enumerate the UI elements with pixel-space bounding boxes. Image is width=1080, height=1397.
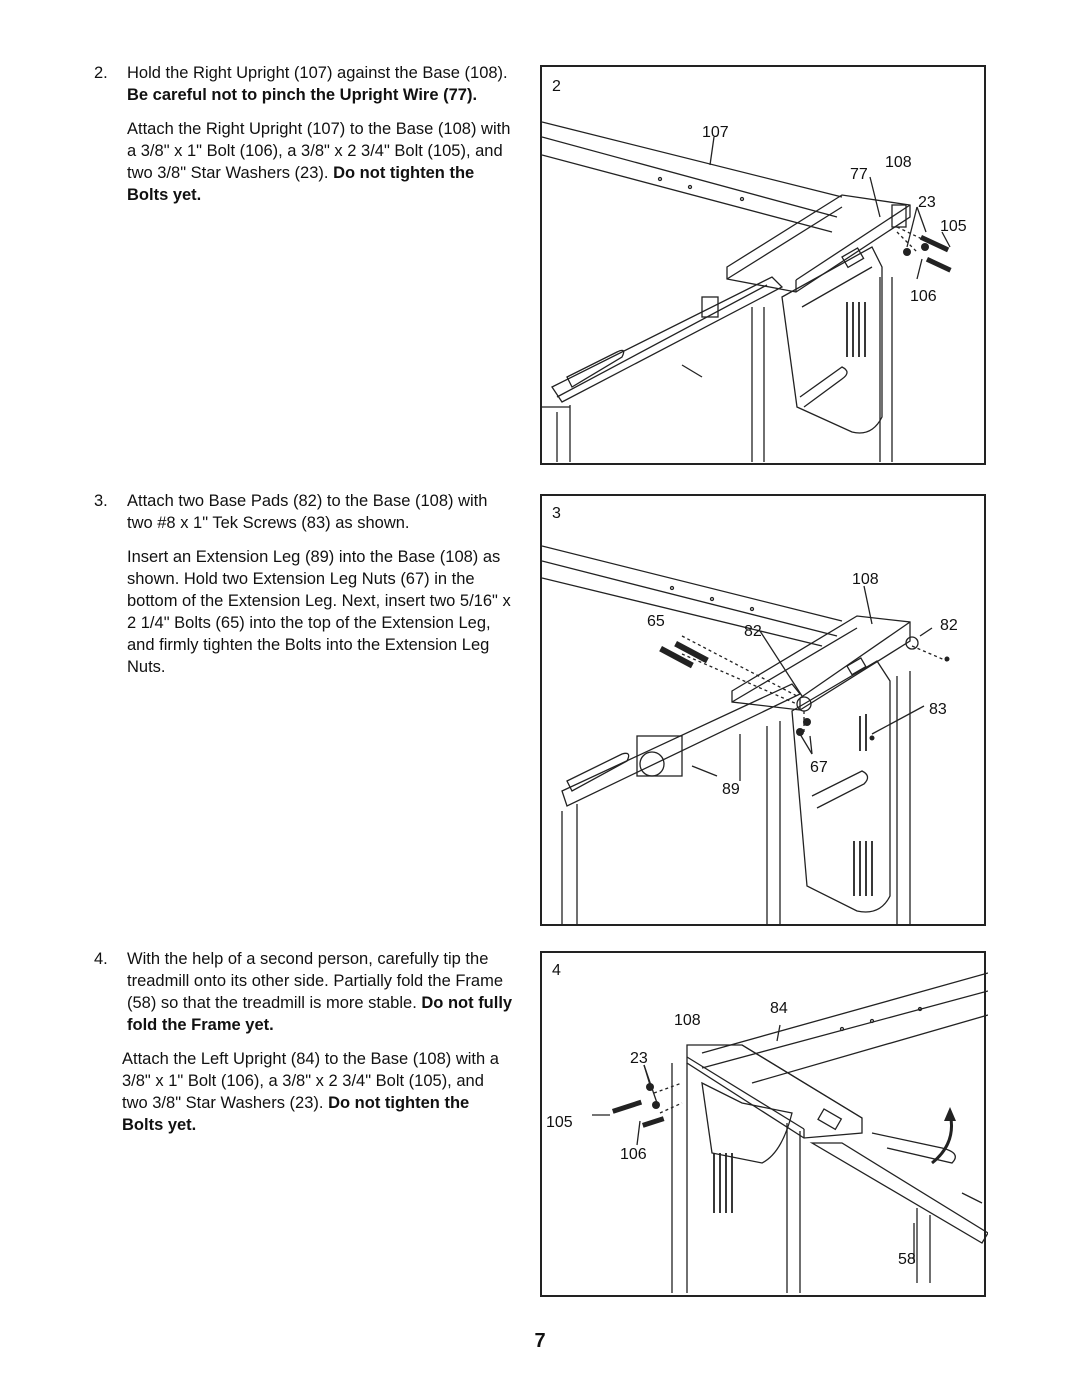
step-number: 3. — [94, 492, 108, 510]
figure-number: 3 — [552, 505, 561, 522]
part-label: 106 — [620, 1146, 647, 1163]
part-label: 58 — [898, 1251, 916, 1268]
step-warning: Do not fully fold the Frame yet. — [127, 994, 513, 1034]
step-paragraph: Attach two Base Pads (82) to the Base (1… — [127, 490, 514, 534]
part-label: 77 — [850, 166, 868, 183]
part-label: 82 — [744, 623, 762, 640]
step-text: Attach the Right Upright (107) to the Ba… — [127, 120, 511, 182]
part-label: 108 — [852, 571, 879, 588]
part-label: 105 — [940, 218, 967, 235]
part-label: 67 — [810, 759, 828, 776]
figure-4: 4 84 108 23 105 106 58 — [540, 951, 988, 1297]
step-paragraph: Attach the Left Upright (84) to the Base… — [122, 1048, 514, 1136]
part-label: 105 — [546, 1114, 573, 1131]
treadmill-drawing — [542, 545, 948, 926]
step-warning: Be careful not to pinch the Upright Wire… — [127, 86, 478, 104]
figure-2: 2 107 77 108 23 105 106 — [540, 65, 986, 465]
figure-3-illustration: 3 108 65 82 82 83 67 89 — [542, 505, 958, 926]
step-warning: Do not tighten the Bolts yet. — [122, 1094, 470, 1134]
step-text: Hold the Right Upright (107) against the… — [127, 64, 508, 82]
step-number: 2. — [94, 64, 108, 82]
step-text: Insert an Extension Leg (89) into the Ba… — [127, 548, 511, 676]
part-label: 89 — [722, 781, 740, 798]
figure-4-illustration: 4 84 108 23 105 106 58 — [546, 962, 988, 1293]
step-4: 4. With the help of a second person, car… — [94, 948, 514, 1148]
part-label: 23 — [630, 1050, 648, 1067]
step-number: 4. — [94, 950, 108, 968]
figure-2-illustration: 2 107 77 108 23 105 106 — [542, 78, 967, 462]
figure-number: 4 — [552, 962, 561, 979]
step-paragraph: Attach the Right Upright (107) to the Ba… — [127, 118, 514, 206]
part-label: 108 — [885, 154, 912, 171]
part-label: 23 — [918, 194, 936, 211]
step-warning: Do not tighten the Bolts yet. — [127, 164, 475, 204]
step-3: 3. Attach two Base Pads (82) to the Base… — [94, 490, 514, 690]
part-label: 108 — [674, 1012, 701, 1029]
part-label: 65 — [647, 613, 665, 630]
part-label: 107 — [702, 124, 729, 141]
step-paragraph: Hold the Right Upright (107) against the… — [127, 62, 514, 106]
treadmill-drawing — [592, 972, 988, 1293]
step-text: Attach the Left Upright (84) to the Base… — [122, 1050, 499, 1112]
step-paragraph: With the help of a second person, carefu… — [127, 948, 514, 1036]
step-text: With the help of a second person, carefu… — [127, 950, 503, 1012]
figure-3: 3 108 65 82 82 83 67 89 — [540, 494, 986, 926]
part-label: 106 — [910, 288, 937, 305]
part-label: 84 — [770, 1000, 788, 1017]
step-2: 2. Hold the Right Upright (107) against … — [94, 62, 514, 218]
part-label: 82 — [940, 617, 958, 634]
treadmill-drawing — [542, 121, 951, 462]
step-paragraph: Insert an Extension Leg (89) into the Ba… — [127, 546, 514, 678]
figure-number: 2 — [552, 78, 561, 95]
step-text: Attach two Base Pads (82) to the Base (1… — [127, 492, 488, 532]
page-number: 7 — [534, 1330, 546, 1352]
part-label: 83 — [929, 701, 947, 718]
